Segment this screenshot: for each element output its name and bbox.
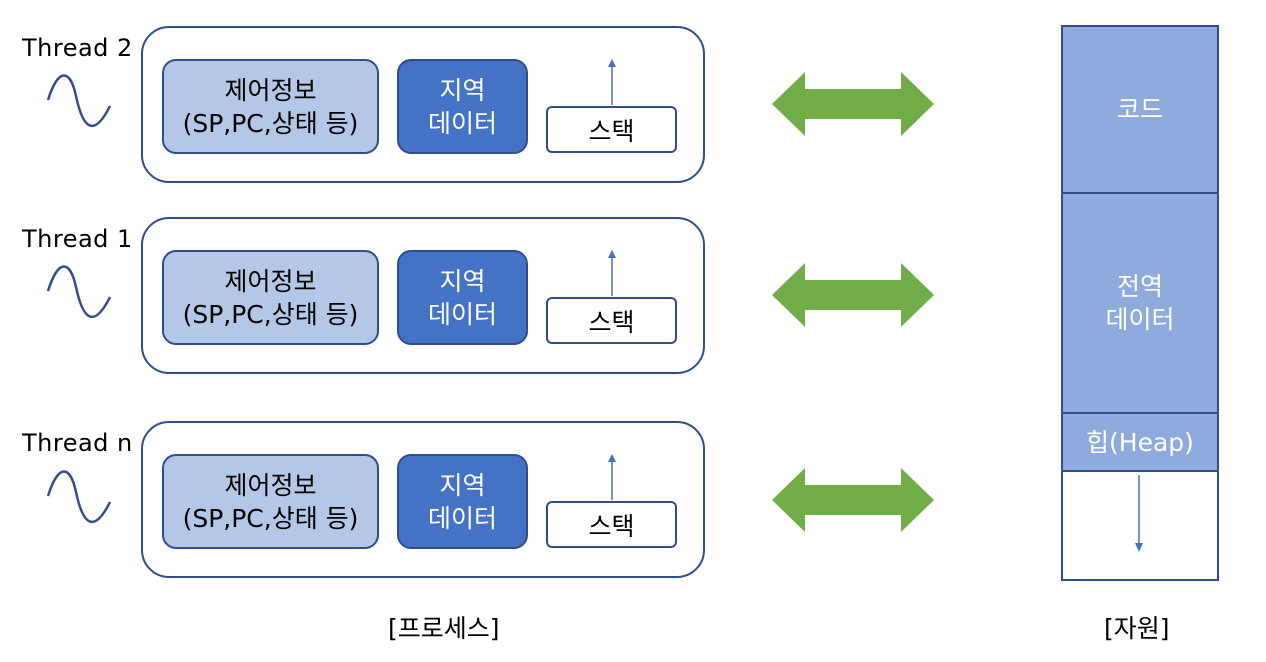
local-data-line2: 데이터	[427, 108, 497, 138]
control-info-detail: (SP,PC,상태 등)	[182, 108, 359, 138]
local-data-box: 지역 데이터	[397, 454, 528, 549]
thread-wave-icon	[46, 74, 112, 127]
stack-growth-arrow-icon	[608, 59, 616, 105]
control-info-box: 제어정보 (SP,PC,상태 등)	[162, 59, 379, 154]
local-data-line1: 지역	[439, 75, 486, 105]
control-info-detail: (SP,PC,상태 등)	[182, 503, 359, 533]
thread-wave-icon	[46, 470, 112, 523]
double-arrow-icon	[772, 72, 934, 136]
code-segment: 코드	[1063, 27, 1217, 194]
double-arrow-icon	[772, 468, 934, 532]
local-data-box: 지역 데이터	[397, 250, 528, 345]
global-data-segment: 전역 데이터	[1063, 194, 1217, 414]
control-info-title: 제어정보	[224, 266, 317, 296]
local-data-box: 지역 데이터	[397, 59, 528, 154]
control-info-title: 제어정보	[224, 470, 317, 500]
heap-segment-label: 힙(Heap)	[1086, 427, 1194, 457]
heap-segment: 힙(Heap)	[1063, 414, 1217, 472]
local-data-line2: 데이터	[427, 503, 497, 533]
heap-growth-arrow-icon	[1135, 475, 1143, 552]
thread-wave-icon	[46, 265, 112, 318]
resource-caption: [자원]	[1104, 614, 1170, 643]
control-info-detail: (SP,PC,상태 등)	[182, 299, 359, 329]
stack-box: 스택	[546, 501, 677, 548]
thread-block: 제어정보 (SP,PC,상태 등) 지역 데이터 스택	[141, 26, 705, 183]
local-data-line1: 지역	[439, 470, 486, 500]
code-segment-label: 코드	[1116, 95, 1163, 124]
control-info-title: 제어정보	[224, 75, 317, 105]
global-data-line1: 전역	[1116, 272, 1163, 301]
stack-growth-arrow-icon	[608, 250, 616, 296]
global-data-line2: 데이터	[1105, 305, 1175, 334]
process-caption: [프로세스]	[388, 614, 500, 643]
stack-box: 스택	[546, 106, 677, 153]
double-arrow-icon	[772, 263, 934, 327]
thread-block: 제어정보 (SP,PC,상태 등) 지역 데이터 스택	[141, 217, 705, 374]
thread-label: Thread 2	[22, 34, 133, 62]
thread-block: 제어정보 (SP,PC,상태 등) 지역 데이터 스택	[141, 421, 705, 578]
control-info-box: 제어정보 (SP,PC,상태 등)	[162, 250, 379, 345]
control-info-box: 제어정보 (SP,PC,상태 등)	[162, 454, 379, 549]
thread-label: Thread 1	[22, 225, 133, 253]
resource-memory-column: 코드 전역 데이터 힙(Heap)	[1061, 25, 1219, 581]
stack-growth-arrow-icon	[608, 454, 616, 500]
thread-label: Thread n	[22, 429, 133, 457]
local-data-line1: 지역	[439, 266, 486, 296]
local-data-line2: 데이터	[427, 299, 497, 329]
stack-box: 스택	[546, 297, 677, 344]
